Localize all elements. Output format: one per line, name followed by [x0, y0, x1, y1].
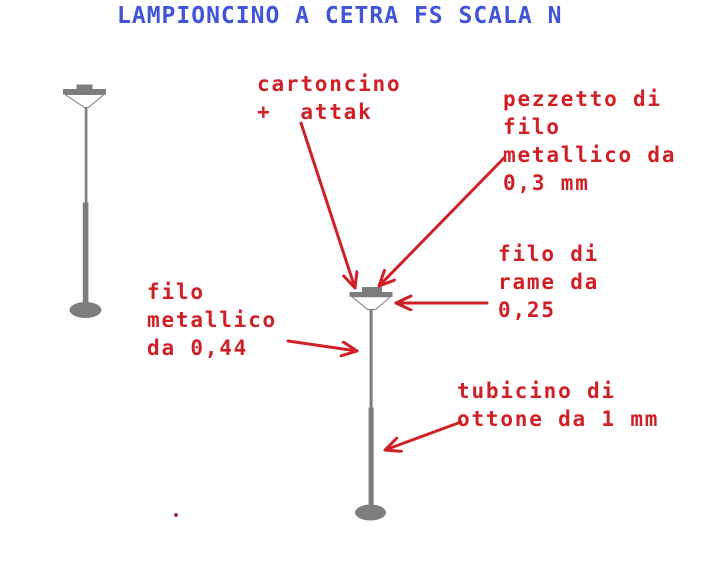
- left-lamp-head-bar: [63, 89, 106, 95]
- left-lamp-upper-pole: [84, 107, 88, 203]
- arrow-pezzetto: [377, 156, 506, 288]
- stray-red-dot: [174, 513, 178, 517]
- right-lamp-shade-bowl: [350, 296, 392, 310]
- left-lamp-lower-pole: [82, 202, 89, 306]
- right-lamp-top-cap: [362, 287, 382, 293]
- label-tubicino-ottone: tubicino di ottone da 1 mm: [457, 379, 660, 431]
- right-lamp-base: [355, 504, 386, 521]
- arrow-filo-metallico: [286, 339, 359, 351]
- label-filo-di-rame: filo di rame da 0,25: [498, 242, 600, 322]
- right-lamp-drawing: [349, 287, 393, 521]
- label-cartoncino-attak: cartoncino + attak: [257, 72, 402, 124]
- right-lamp-lower-pole: [368, 407, 374, 507]
- left-lamp-drawing: [63, 84, 106, 318]
- label-filo-metallico: filo metallico da 0,44: [147, 280, 277, 360]
- label-pezzetto-filo-metallico: pezzetto di filo metallico da 0,3 mm: [503, 87, 677, 195]
- left-lamp-base: [69, 302, 102, 318]
- arrow-tubicino: [383, 420, 463, 450]
- left-lamp-top-cap: [76, 84, 93, 90]
- page-title: LAMPIONCINO A CETRA FS SCALA N: [117, 3, 563, 29]
- annotation-arrows: [286, 121, 506, 450]
- right-lamp-head-bar: [349, 292, 393, 297]
- left-lamp-shade-bowl: [63, 94, 106, 108]
- right-lamp-upper-pole: [369, 309, 373, 408]
- arrow-cartoncino: [299, 121, 355, 290]
